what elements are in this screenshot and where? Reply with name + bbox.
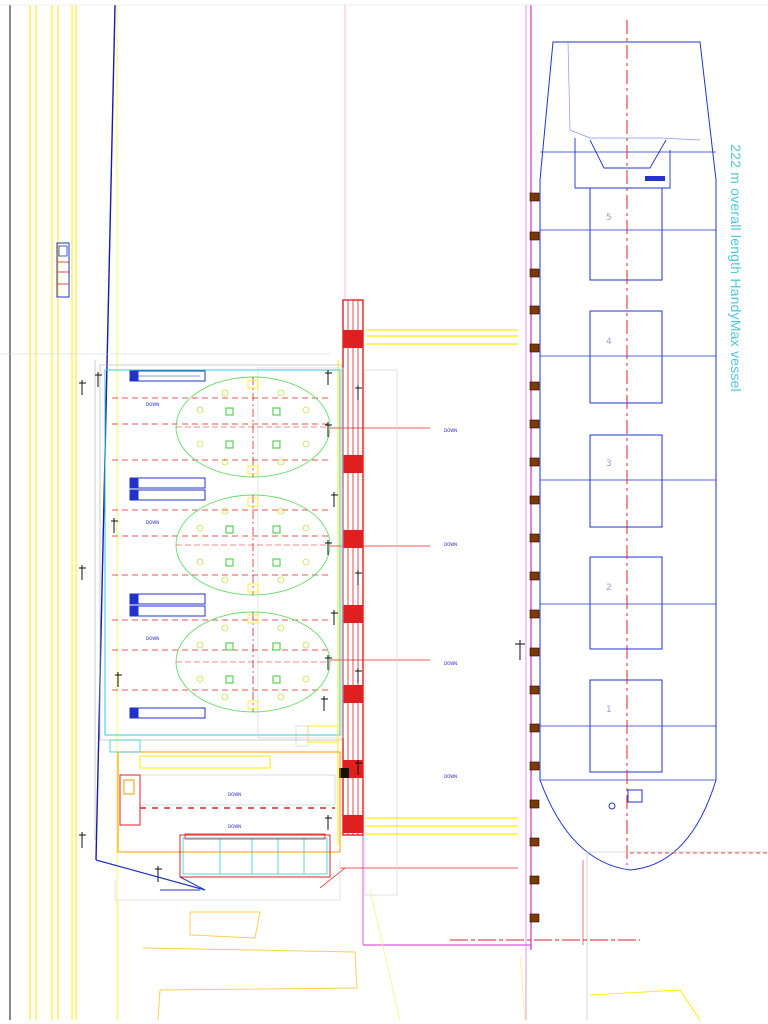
reclaim-lines (112, 397, 330, 691)
loading-bay-4 (129, 707, 206, 719)
down-annotations: DOWN DOWN DOWN DOWN DOWN DOWN DOWN DOWN … (146, 402, 457, 829)
down-label-2: DOWN (146, 520, 159, 525)
cross-conveyors (319, 427, 518, 889)
loading-bay-3 (129, 593, 206, 617)
loading-bay-2 (129, 477, 206, 501)
road-corridor (0, 4, 330, 1020)
down-label-8: DOWN (228, 824, 241, 829)
silo-2 (175, 494, 331, 596)
handymax-vessel (539, 41, 717, 871)
light-poles (79, 370, 525, 882)
stockyard-building (94, 360, 398, 896)
hold-number-5: 5 (606, 213, 612, 223)
down-label-7: DOWN (444, 774, 457, 779)
loading-bays (129, 370, 206, 719)
down-label-5: DOWN (444, 542, 457, 547)
silo-3 (175, 611, 331, 713)
down-label-6: DOWN (444, 661, 457, 666)
lower-right-area (450, 851, 768, 1020)
vessel-length-label: 222 m overall length HandyMax vessel (728, 144, 744, 392)
land-parcels (117, 889, 701, 1021)
down-label-3: DOWN (146, 636, 159, 641)
down-label-4: DOWN (444, 428, 457, 433)
warehouse-block (95, 725, 341, 901)
hold-numbers: 5 4 3 2 1 (606, 213, 612, 715)
bollards (529, 192, 540, 923)
down-label-9: DOWN (228, 792, 241, 797)
quay-lines (0, 4, 768, 1020)
silos (175, 376, 331, 713)
quay-conveyor (339, 299, 364, 836)
silo-1 (175, 376, 331, 478)
hold-number-4: 4 (606, 337, 612, 347)
hold-number-1: 1 (606, 705, 612, 715)
truck-icon (56, 242, 70, 298)
crane-rails (337, 329, 518, 845)
hold-number-2: 2 (606, 583, 612, 593)
loading-bay-1 (129, 370, 206, 382)
hold-number-3: 3 (606, 459, 612, 469)
down-label-1: DOWN (146, 402, 159, 407)
